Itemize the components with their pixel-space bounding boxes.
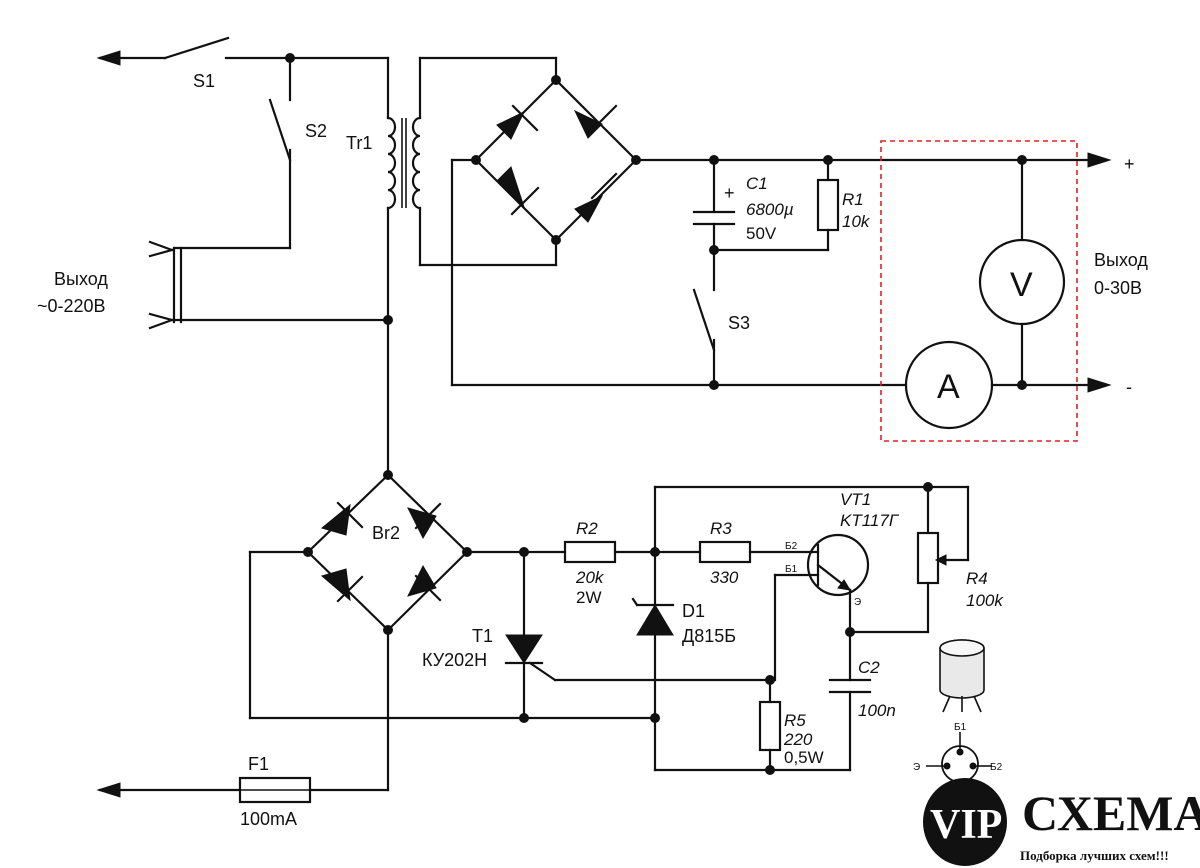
vt1-pin-b1: Б1 [785,564,798,575]
r4-label: R4 [966,569,988,588]
s2-switch [268,98,292,162]
s2-label: S2 [305,121,327,141]
transformer-tr1 [386,56,558,477]
control-circuit [465,482,970,775]
c1-voltage: 50V [746,224,777,243]
ammeter-letter: A [937,368,960,406]
rectifier-bridge-br2 [248,470,657,792]
logo-brand-text: СХЕМА [1022,785,1200,841]
r3-label: R3 [710,519,732,538]
s1-label: S1 [193,71,215,91]
dc-output-label-2: 0-30В [1094,278,1142,298]
s3-label: S3 [728,313,750,333]
r5-power: 0,5W [784,748,824,767]
logo-tagline: Подборка лучших схем!!! [1020,848,1169,863]
d1-type: Д815Б [682,626,736,646]
r5-value: 220 [783,730,813,749]
tr1-label: Tr1 [346,133,372,153]
vt1-pinout-drawing [926,639,992,783]
pinout-b1: Б1 [954,722,967,733]
r1-value: 10k [842,212,871,231]
t1-label: T1 [472,626,493,646]
r4-value: 100k [966,591,1004,610]
minus-terminal-label: - [1126,377,1132,397]
r1-label: R1 [842,190,864,209]
vt1-transistor [806,533,870,597]
r2-value: 20k [575,568,605,587]
vt1-type: KT117Г [840,511,900,530]
dc-output-section [450,140,1112,442]
dc-output-label-1: Выход [1094,250,1148,270]
f1-value: 100mA [240,809,297,829]
s1-switch [163,36,230,60]
rectifier-bridge-top [450,56,641,387]
meters-dashed-box [880,140,1078,442]
vt1-pin-b2: Б2 [785,541,798,552]
vt1-pin-e: Э [854,597,861,608]
f1-label: F1 [248,754,269,774]
s3-switch [692,288,716,352]
voltmeter-letter: V [1010,266,1033,304]
vt1-label: VT1 [840,490,871,509]
c1-value: 6800µ [746,200,794,219]
logo-vip-text: VIP [930,802,1002,848]
r5-label: R5 [784,711,806,730]
d1-label: D1 [682,601,705,621]
c1-plus-sign: + [724,183,735,203]
ac-output-label-2: ~0-220В [37,296,106,316]
pinout-b2: Б2 [990,762,1003,773]
vip-schema-logo: VIP СХЕМА Подборка лучших схем!!! [923,778,1200,866]
t1-type: КУ202Н [422,650,487,670]
mains-input [96,36,393,330]
pinout-e: Э [913,762,920,773]
r2-power: 2W [576,588,602,607]
c2-value: 100n [858,701,896,720]
ammeter [904,340,994,430]
br2-label: Br2 [372,523,400,543]
c1-label: C1 [746,174,768,193]
c2-label: C2 [858,658,880,677]
r3-value: 330 [710,568,739,587]
r2-label: R2 [576,519,598,538]
ac-output-label-1: Выход [54,269,108,289]
plus-terminal-label: + [1124,154,1135,174]
fuse-f1 [96,776,312,804]
